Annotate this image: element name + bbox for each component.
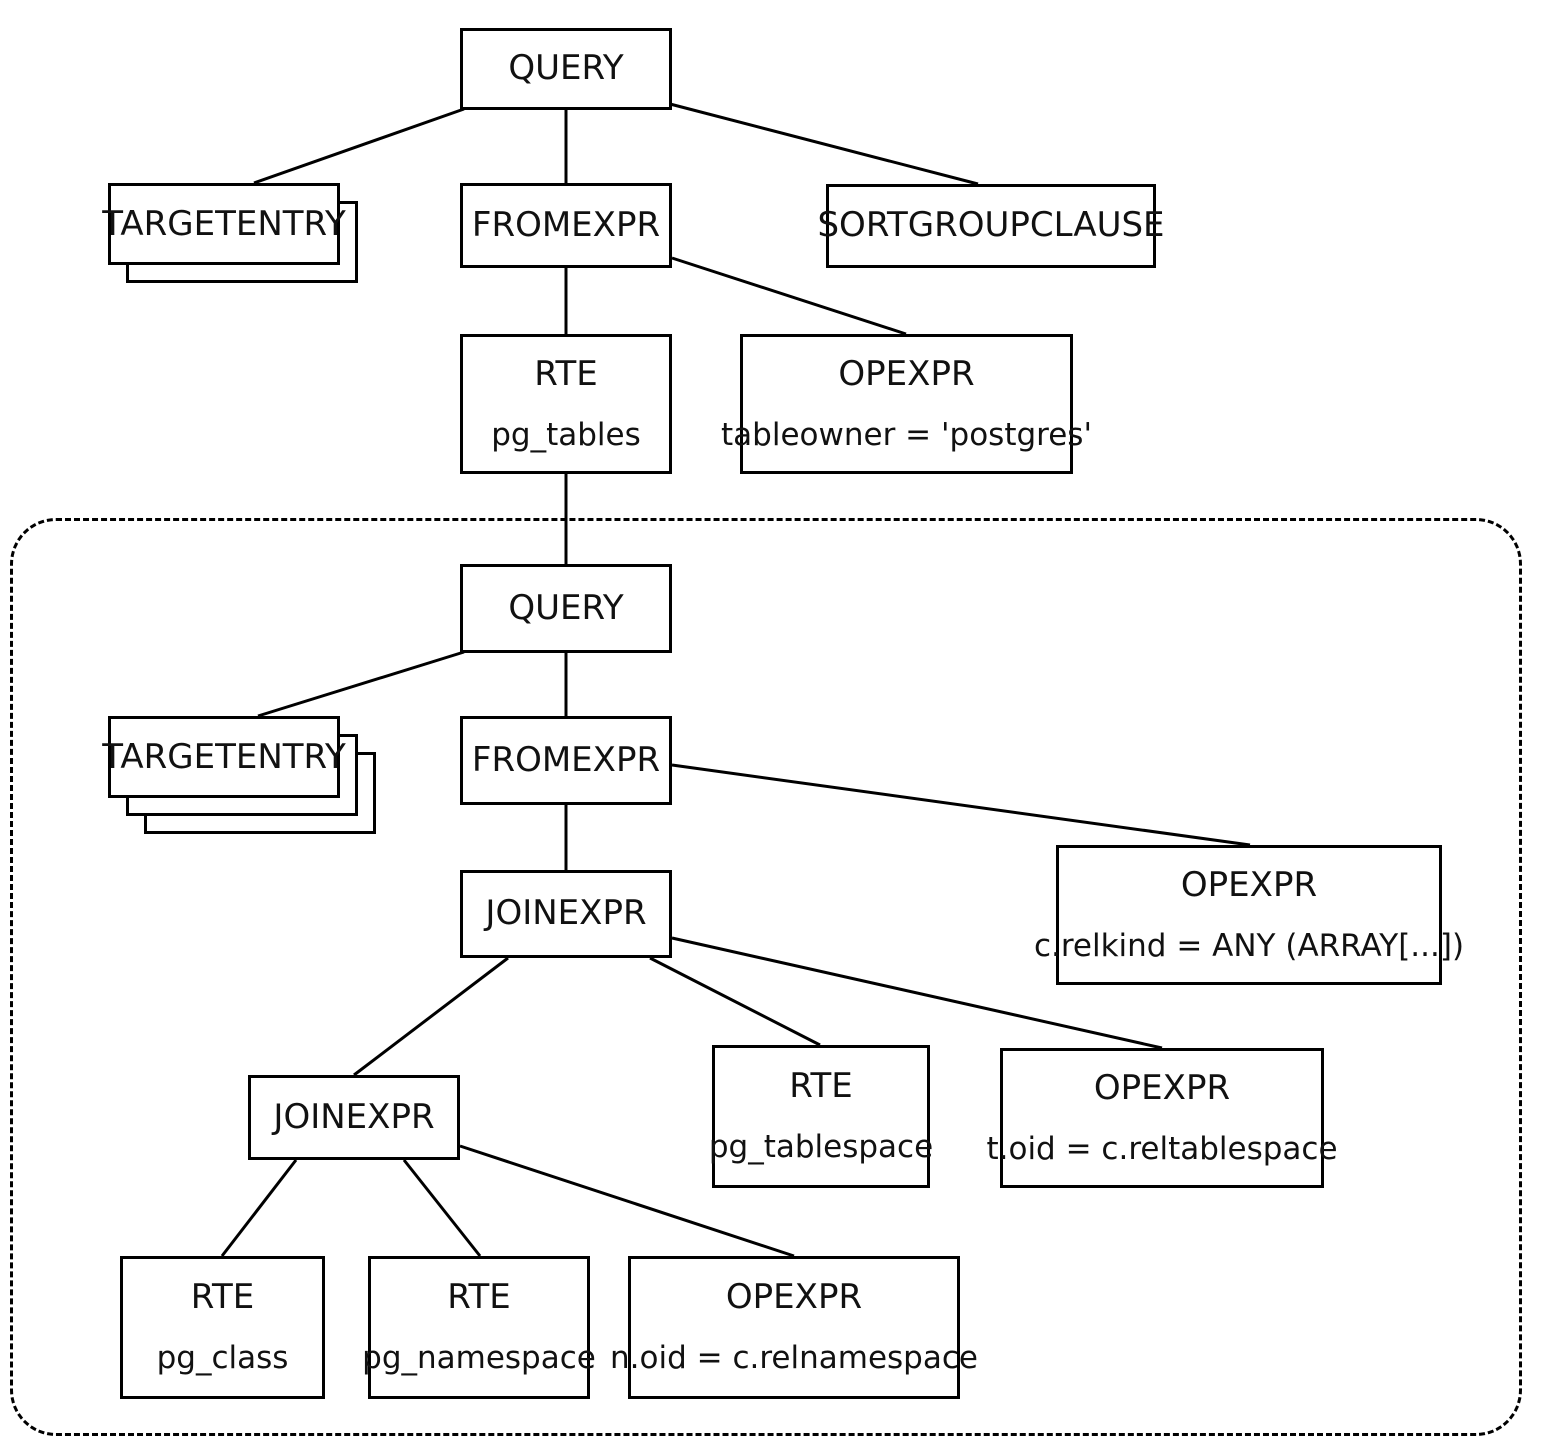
- node-opexpr-tableowner-title: OPEXPR: [838, 353, 975, 394]
- edge-query-targetentry: [253, 107, 465, 185]
- node-rte-pg-tablespace[interactable]: RTE pg_tablespace: [708, 1045, 934, 1188]
- node-opexpr-toid-title: OPEXPR: [1093, 1067, 1231, 1108]
- node-joinexpr-top[interactable]: JOINEXPR: [460, 870, 672, 958]
- subquery-boundary: [10, 518, 1522, 1436]
- node-targetentry-outer-title: TARGETENTRY: [102, 204, 346, 244]
- node-fromexpr-outer-title: FROMEXPR: [471, 204, 661, 245]
- node-sortgroupclause[interactable]: SORTGROUPCLAUSE: [817, 184, 1165, 268]
- node-sortgroupclause-title: SORTGROUPCLAUSE: [817, 205, 1165, 246]
- node-joinexpr-top-title: JOINEXPR: [485, 893, 647, 934]
- node-rte-pg-class[interactable]: RTE pg_class: [120, 1256, 325, 1399]
- node-joinexpr-bottom-title: JOINEXPR: [273, 1096, 435, 1137]
- node-fromexpr-inner-title: FROMEXPR: [471, 739, 661, 780]
- node-rte-pg-namespace[interactable]: RTE pg_namespace: [362, 1256, 596, 1399]
- node-opexpr-noid[interactable]: OPEXPR n.oid = c.relnamespace: [610, 1256, 978, 1399]
- node-rte-pg-tables[interactable]: RTE pg_tables: [460, 334, 672, 474]
- node-targetentry-inner-title: TARGETENTRY: [102, 737, 346, 777]
- node-fromexpr-inner[interactable]: FROMEXPR: [460, 716, 672, 805]
- node-query-inner[interactable]: QUERY: [460, 564, 672, 653]
- node-opexpr-relkind[interactable]: OPEXPR c.relkind = ANY (ARRAY[...]): [1034, 845, 1464, 985]
- node-opexpr-noid-subtitle: n.oid = c.relnamespace: [610, 1340, 978, 1377]
- node-opexpr-toid[interactable]: OPEXPR t.oid = c.reltablespace: [986, 1048, 1338, 1188]
- targetentry-inner-front[interactable]: TARGETENTRY: [102, 716, 346, 798]
- node-rte-pg-class-title: RTE: [190, 1277, 255, 1318]
- node-rte-pg-tables-subtitle: pg_tables: [491, 416, 641, 453]
- node-opexpr-relkind-title: OPEXPR: [1180, 864, 1318, 905]
- edge-fromexpr-opexpr: [671, 256, 907, 336]
- node-joinexpr-bottom[interactable]: JOINEXPR: [248, 1075, 460, 1160]
- node-rte-pg-tables-title: RTE: [534, 353, 598, 394]
- node-rte-pg-tablespace-subtitle: pg_tablespace: [708, 1129, 934, 1166]
- node-rte-pg-namespace-subtitle: pg_namespace: [362, 1340, 596, 1377]
- node-opexpr-toid-subtitle: t.oid = c.reltablespace: [986, 1130, 1338, 1167]
- node-rte-pg-tablespace-title: RTE: [789, 1066, 853, 1107]
- node-query-outer-title: QUERY: [508, 48, 624, 89]
- node-targetentry-inner[interactable]: TARGETENTRY: [102, 716, 378, 834]
- targetentry-outer-front[interactable]: TARGETENTRY: [102, 183, 346, 265]
- node-query-inner-title: QUERY: [508, 587, 624, 628]
- node-targetentry-outer[interactable]: TARGETENTRY: [102, 183, 358, 283]
- node-opexpr-relkind-subtitle: c.relkind = ANY (ARRAY[...]): [1033, 927, 1465, 964]
- node-opexpr-tableowner[interactable]: OPEXPR tableowner = 'postgres': [721, 334, 1092, 474]
- node-rte-pg-namespace-title: RTE: [447, 1277, 511, 1318]
- node-query-outer[interactable]: QUERY: [460, 28, 672, 110]
- node-rte-pg-class-subtitle: pg_class: [156, 1340, 289, 1377]
- node-fromexpr-outer[interactable]: FROMEXPR: [460, 183, 672, 268]
- node-opexpr-tableowner-subtitle: tableowner = 'postgres': [721, 416, 1092, 453]
- node-opexpr-noid-title: OPEXPR: [725, 1277, 863, 1318]
- edge-query-sortgroupclause: [669, 102, 979, 186]
